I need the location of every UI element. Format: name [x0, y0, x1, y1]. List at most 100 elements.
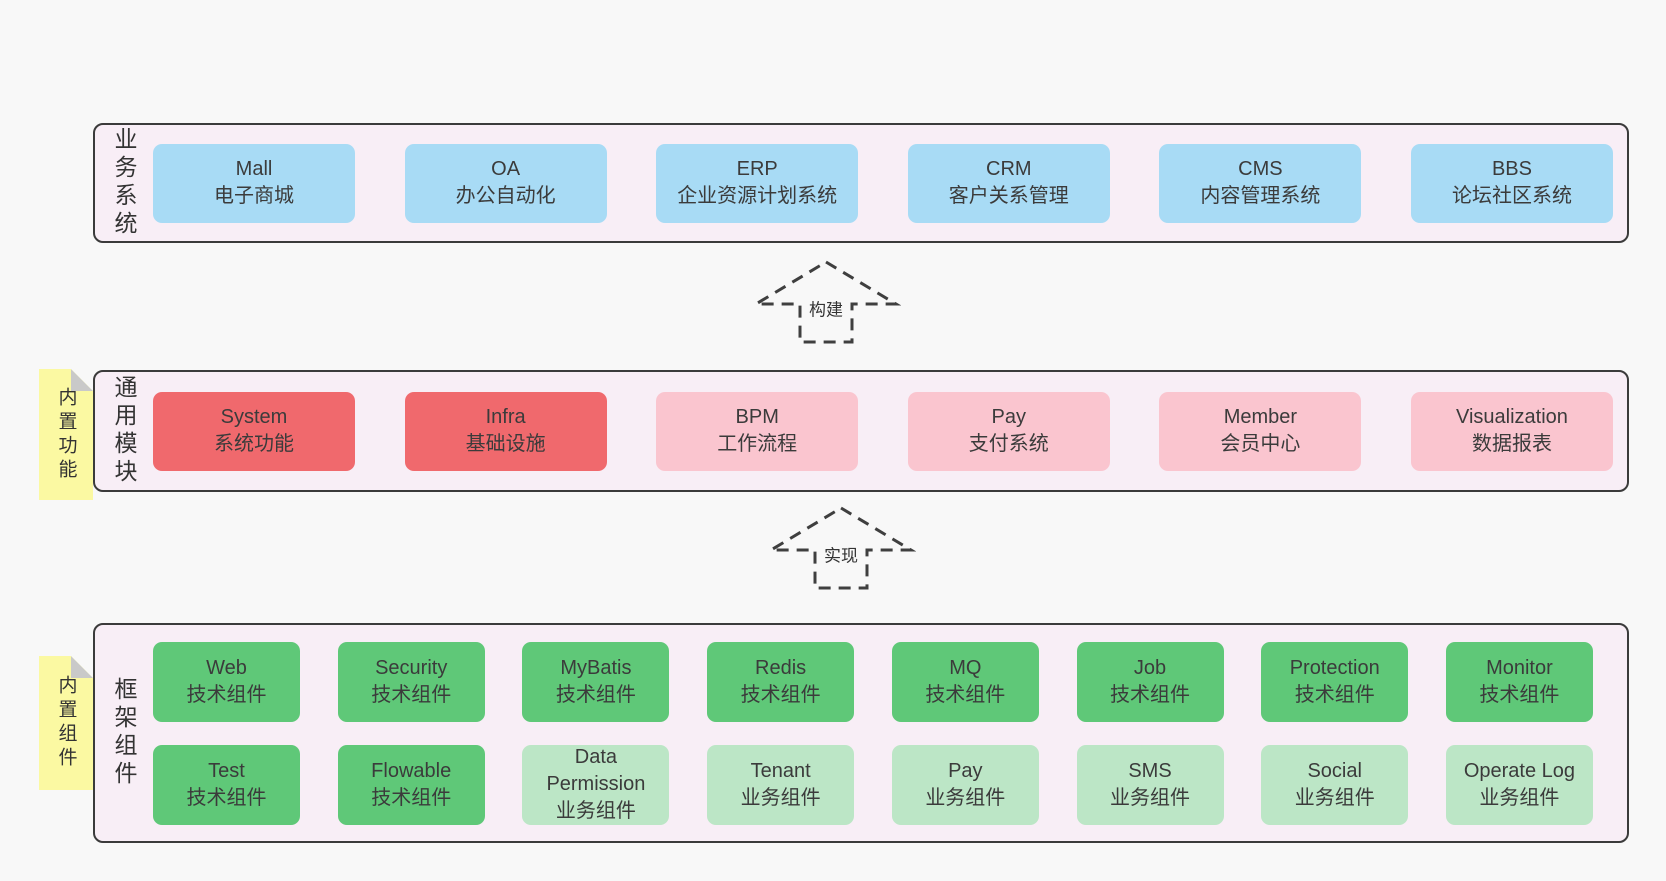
- box-mq: MQ 技术组件: [891, 641, 1039, 722]
- box-desc: 技术组件: [555, 683, 636, 706]
- box-name: Web: [206, 656, 247, 679]
- box-desc: 业务组件: [1294, 786, 1375, 809]
- up-arrow-icon: [766, 506, 916, 590]
- box-erp: ERP 企业资源计划系统: [656, 143, 859, 223]
- box-desc: 会员中心: [1220, 433, 1301, 455]
- box-bpm: BPM 工作流程: [656, 391, 859, 471]
- sticky-note-builtin-features: 内置功能: [39, 369, 93, 500]
- arrow-label: 构建: [805, 294, 847, 322]
- sticky-note-text: 内置组件: [55, 675, 77, 771]
- box-name: Pay: [948, 759, 983, 782]
- folded-corner-icon: [71, 656, 93, 678]
- box-name: Protection: [1289, 656, 1380, 679]
- box-monitor: Monitor 技术组件: [1445, 641, 1593, 722]
- arrow-label: 实现: [820, 540, 862, 568]
- box-desc: 电子商城: [214, 185, 294, 207]
- box-desc: 办公自动化: [455, 185, 556, 207]
- box-sms: SMS 业务组件: [1076, 744, 1224, 825]
- box-data-permission: Data Permission 业务组件: [522, 744, 670, 825]
- box-desc: 内容管理系统: [1200, 185, 1321, 207]
- box-name: CRM: [986, 158, 1032, 180]
- box-name: System: [220, 406, 288, 428]
- box-desc: 技术组件: [1294, 683, 1375, 706]
- box-infra: Infra 基础设施: [404, 391, 607, 471]
- box-name: Tenant: [750, 759, 811, 782]
- box-desc: 技术组件: [740, 683, 821, 706]
- box-web: Web 技术组件: [153, 641, 300, 722]
- box-name: Pay: [991, 406, 1027, 428]
- box-job: Job 技术组件: [1076, 641, 1224, 722]
- box-desc: 技术组件: [371, 683, 452, 706]
- dashed-up-arrow: 构建: [751, 256, 901, 346]
- layer-business-systems: 业务系统 Mall 电子商城 OA 办公自动化 ERP 企业资源计划系统 CRM 客户关系管理…: [93, 123, 1629, 243]
- box-pay: Pay 业务组件: [891, 744, 1039, 825]
- sticky-note-text: 内置功能: [55, 386, 77, 483]
- layer-title: 通用模块: [111, 375, 137, 487]
- layer-body: Mall 电子商城 OA 办公自动化 ERP 企业资源计划系统 CRM 客户关系管理 CMS 内容…: [153, 125, 1627, 241]
- layer-title: 框架组件: [111, 677, 137, 789]
- box-name: Redis: [755, 656, 807, 679]
- box-desc: 业务组件: [925, 786, 1006, 809]
- box-desc: 业务组件: [1479, 786, 1560, 809]
- box-tenant: Tenant 业务组件: [707, 744, 855, 825]
- box-name: Mall: [235, 158, 273, 180]
- box-test: Test 技术组件: [153, 744, 300, 825]
- box-security: Security 技术组件: [337, 641, 485, 722]
- box-name: Flowable: [371, 759, 452, 782]
- box-name: CMS: [1238, 158, 1283, 180]
- layer-common-modules: 通用模块 System 系统功能 Infra 基础设施 BPM 工作流程 Pay 支付系统 Me…: [93, 370, 1629, 492]
- box-desc: 企业资源计划系统: [677, 185, 838, 207]
- layer-title: 业务系统: [111, 127, 137, 239]
- box-desc: 技术组件: [186, 786, 267, 809]
- box-operate-log: Operate Log 业务组件: [1445, 744, 1593, 825]
- box-desc: 系统功能: [214, 433, 294, 455]
- box-flowable: Flowable 技术组件: [337, 744, 485, 825]
- box-name: BPM: [735, 406, 779, 428]
- box-desc: 技术组件: [925, 683, 1006, 706]
- box-desc: 基础设施: [465, 433, 546, 455]
- box-desc: 业务组件: [1110, 786, 1191, 809]
- box-name: Monitor: [1486, 656, 1553, 679]
- box-redis: Redis 技术组件: [707, 641, 855, 722]
- box-name: MyBatis: [560, 656, 632, 679]
- box-desc: 客户关系管理: [948, 185, 1069, 207]
- dashed-up-arrow: 实现: [766, 502, 916, 592]
- box-name: Operate Log: [1463, 759, 1576, 782]
- box-name: BBS: [1491, 158, 1532, 180]
- box-pay: Pay 支付系统: [907, 391, 1110, 471]
- box-mall: Mall 电子商城: [153, 143, 355, 223]
- box-desc: 技术组件: [371, 786, 452, 809]
- box-desc: 工作流程: [717, 433, 798, 455]
- box-crm: CRM 客户关系管理: [907, 143, 1110, 223]
- box-desc: 业务组件: [555, 800, 636, 822]
- box-desc: 支付系统: [968, 433, 1049, 455]
- box-desc: 技术组件: [1479, 683, 1560, 706]
- box-name: OA: [491, 158, 521, 180]
- sticky-note-builtin-components: 内置组件: [39, 656, 93, 790]
- box-name: Infra: [485, 406, 526, 428]
- box-name: Data Permission: [546, 746, 646, 795]
- box-name: MQ: [949, 656, 982, 679]
- box-name: Test: [208, 759, 245, 782]
- box-name: Job: [1133, 656, 1167, 679]
- box-desc: 技术组件: [1110, 683, 1191, 706]
- box-name: Social: [1307, 759, 1362, 782]
- box-cms: CMS 内容管理系统: [1159, 143, 1362, 223]
- box-name: ERP: [736, 158, 778, 180]
- box-name: Security: [375, 656, 448, 679]
- box-desc: 技术组件: [186, 683, 267, 706]
- up-arrow-icon: [751, 260, 901, 344]
- box-desc: 业务组件: [740, 786, 821, 809]
- box-oa: OA 办公自动化: [404, 143, 607, 223]
- box-mybatis: MyBatis 技术组件: [522, 641, 670, 722]
- box-name: SMS: [1128, 759, 1172, 782]
- box-desc: 数据报表: [1471, 433, 1552, 455]
- folded-corner-icon: [71, 369, 93, 391]
